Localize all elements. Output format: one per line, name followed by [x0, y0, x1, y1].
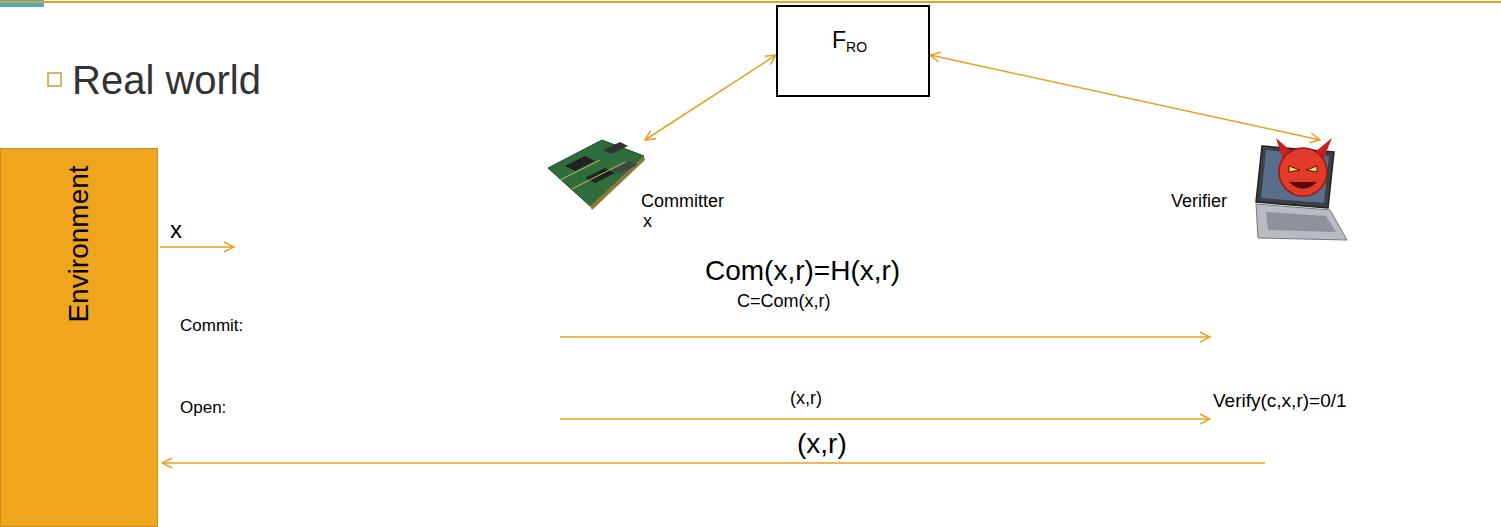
- committer-party: Committerx: [545, 140, 740, 238]
- bullet-square: [48, 73, 61, 86]
- open-arrow: [560, 418, 1210, 420]
- party-input: x: [643, 211, 652, 232]
- environment-box: Environment: [0, 148, 158, 527]
- functionality-subscript: RO: [846, 39, 867, 55]
- text-group: FRO: [832, 27, 867, 55]
- slide-title: Real world: [72, 57, 261, 103]
- oracle-query-arrow: [645, 55, 776, 140]
- laptop-devil-icon: [1256, 138, 1347, 240]
- environment-label: Environment: [63, 165, 95, 322]
- output-value: (x,r): [797, 428, 847, 460]
- header-rule: [0, 1, 1501, 3]
- party-name: Committer: [641, 191, 724, 212]
- circuit-board-icon: [548, 140, 645, 210]
- commit-arrow: [560, 336, 1210, 338]
- input-arrow: [160, 246, 234, 248]
- commitment-formula: Com(x,r)=H(x,r): [705, 255, 900, 287]
- functionality-name: F: [832, 27, 846, 53]
- verifier-party: Verifier: [1165, 140, 1350, 245]
- input-value: x: [170, 216, 182, 244]
- phase-label: Commit:: [180, 316, 243, 336]
- party-name: Verifier: [1171, 191, 1227, 212]
- message-label: C=Com(x,r): [737, 291, 831, 312]
- oracle-query-arrow: [930, 55, 1320, 140]
- ideal-functionality-box: FRO: [776, 5, 930, 97]
- verify-output: Verify(c,x,r)=0/1: [1213, 390, 1347, 412]
- message-label: (x,r): [790, 388, 822, 409]
- output-arrow: [162, 462, 1265, 464]
- phase-label: Open:: [180, 398, 226, 418]
